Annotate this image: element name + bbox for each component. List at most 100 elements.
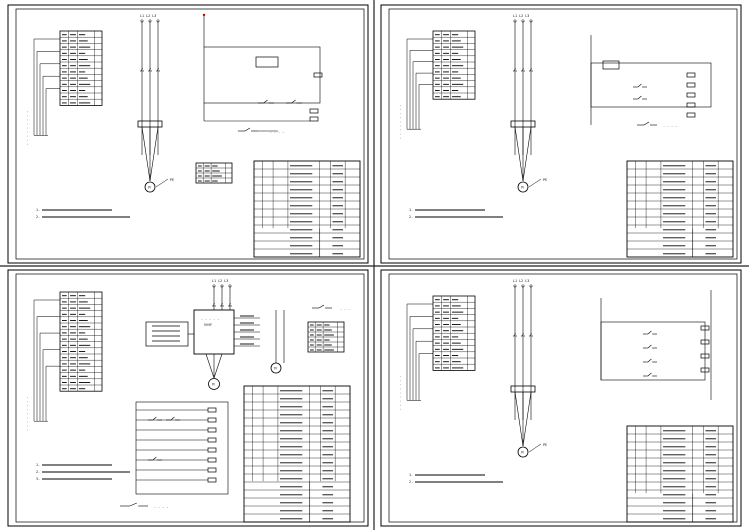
contact-blade <box>291 99 296 104</box>
note-number: 1. <box>36 463 40 467</box>
relay-coil <box>207 457 217 463</box>
relay-coil <box>686 82 696 88</box>
contact-blade <box>647 344 652 349</box>
ground-label: PE <box>170 178 174 182</box>
ladder-frame <box>135 401 229 495</box>
motor-feed <box>141 126 151 182</box>
contact-blade <box>514 67 516 72</box>
phase-terminal <box>521 19 525 23</box>
main-contact <box>529 67 533 72</box>
relay-coil <box>686 92 696 98</box>
control-circuit <box>600 290 712 400</box>
sub-table <box>195 162 233 184</box>
motor-feed <box>205 353 215 379</box>
sheet-border-1 <box>7 4 369 264</box>
contact <box>643 344 657 349</box>
motor-symbol: M <box>208 378 220 390</box>
contact-blade <box>152 456 157 461</box>
control-ref: - - - - <box>154 505 168 509</box>
motor-feed <box>522 126 532 182</box>
component-table <box>59 30 103 106</box>
vfd-unit: VVVF- - - - - <box>145 309 260 355</box>
contact-blade <box>170 416 175 421</box>
motor-label: M <box>274 367 276 371</box>
control-circuit: - - - - <box>202 13 323 134</box>
relay-coil <box>700 353 710 359</box>
contact-blade <box>647 358 652 363</box>
note-number: 2. <box>409 480 413 484</box>
notes-block: 1.2.3. <box>36 463 130 481</box>
note-number: 2. <box>36 215 40 219</box>
phase-terminal <box>220 284 224 288</box>
power-indicator <box>202 13 206 17</box>
main-contact <box>156 67 160 72</box>
relay-coil <box>686 72 696 78</box>
contact <box>643 330 657 335</box>
timer-relay <box>255 56 279 68</box>
switch-ref: - - - <box>340 307 350 311</box>
phase-terminal <box>529 19 533 23</box>
control-ref: - - - - <box>663 124 677 128</box>
contact <box>643 372 657 377</box>
phase-terminal <box>513 19 517 23</box>
main-contact <box>228 302 232 307</box>
relay-coil <box>207 427 217 433</box>
main-contact <box>521 67 525 72</box>
terminal-wiring: - - - - - - - - - <box>398 38 433 139</box>
main-contact <box>521 332 525 337</box>
relay-coil <box>207 467 217 473</box>
motor-symbol: M <box>517 446 529 458</box>
control-circuit: - - - - - - - <box>120 304 350 509</box>
motor-circle <box>208 378 220 390</box>
notes-block: 1.2. <box>409 473 503 484</box>
sub-table <box>307 321 345 353</box>
main-contact <box>220 302 224 307</box>
motor-label: M <box>212 383 214 387</box>
motor-circle <box>144 181 156 193</box>
contact-blade <box>149 67 151 72</box>
contact <box>643 358 657 363</box>
phase-labels: L1 L2 L3 <box>513 279 529 283</box>
contact-blade <box>229 302 231 307</box>
ground-lead <box>155 178 169 188</box>
phase-terminal <box>140 19 144 23</box>
relay-coil <box>207 437 217 443</box>
contact-blade <box>141 67 143 72</box>
note-number: 3. <box>36 477 40 481</box>
vertical-terminal-label: - - - - - - - - - <box>25 396 29 431</box>
sheet-border-3 <box>7 269 369 527</box>
contact-blade <box>530 67 532 72</box>
motor-circle <box>517 181 529 193</box>
motor-feed <box>213 353 223 379</box>
motor-circle <box>517 446 529 458</box>
phase-terminal <box>156 19 160 23</box>
contact <box>637 121 657 126</box>
contact-blade <box>514 332 516 337</box>
title-block <box>243 385 351 523</box>
control-circuit: - - - - <box>590 35 712 128</box>
contact-blade <box>522 67 524 72</box>
contact <box>286 99 302 104</box>
contact-blade <box>637 83 642 88</box>
main-contact <box>513 67 517 72</box>
phase-labels: L1 L2 L3 <box>513 14 529 18</box>
relay-coil <box>207 477 217 483</box>
vfd-model: - - - - - <box>201 317 219 321</box>
contact-blade <box>263 99 268 104</box>
vertical-terminal-label: - - - - - - - - - <box>25 111 29 146</box>
control-ref: - - - - <box>270 130 284 134</box>
phase-labels: L1 L2 L3 <box>212 279 228 283</box>
terminal-wiring: - - - - - - - - - <box>398 303 433 410</box>
component-table <box>59 291 103 392</box>
contact-blade <box>213 302 215 307</box>
phase-terminal <box>148 19 152 23</box>
main-contact <box>140 67 144 72</box>
note-number: 2. <box>409 215 413 219</box>
sheet-3: - - - - - - - - - L1 L2 L3 VVVF- - - - - M M… <box>25 279 351 523</box>
